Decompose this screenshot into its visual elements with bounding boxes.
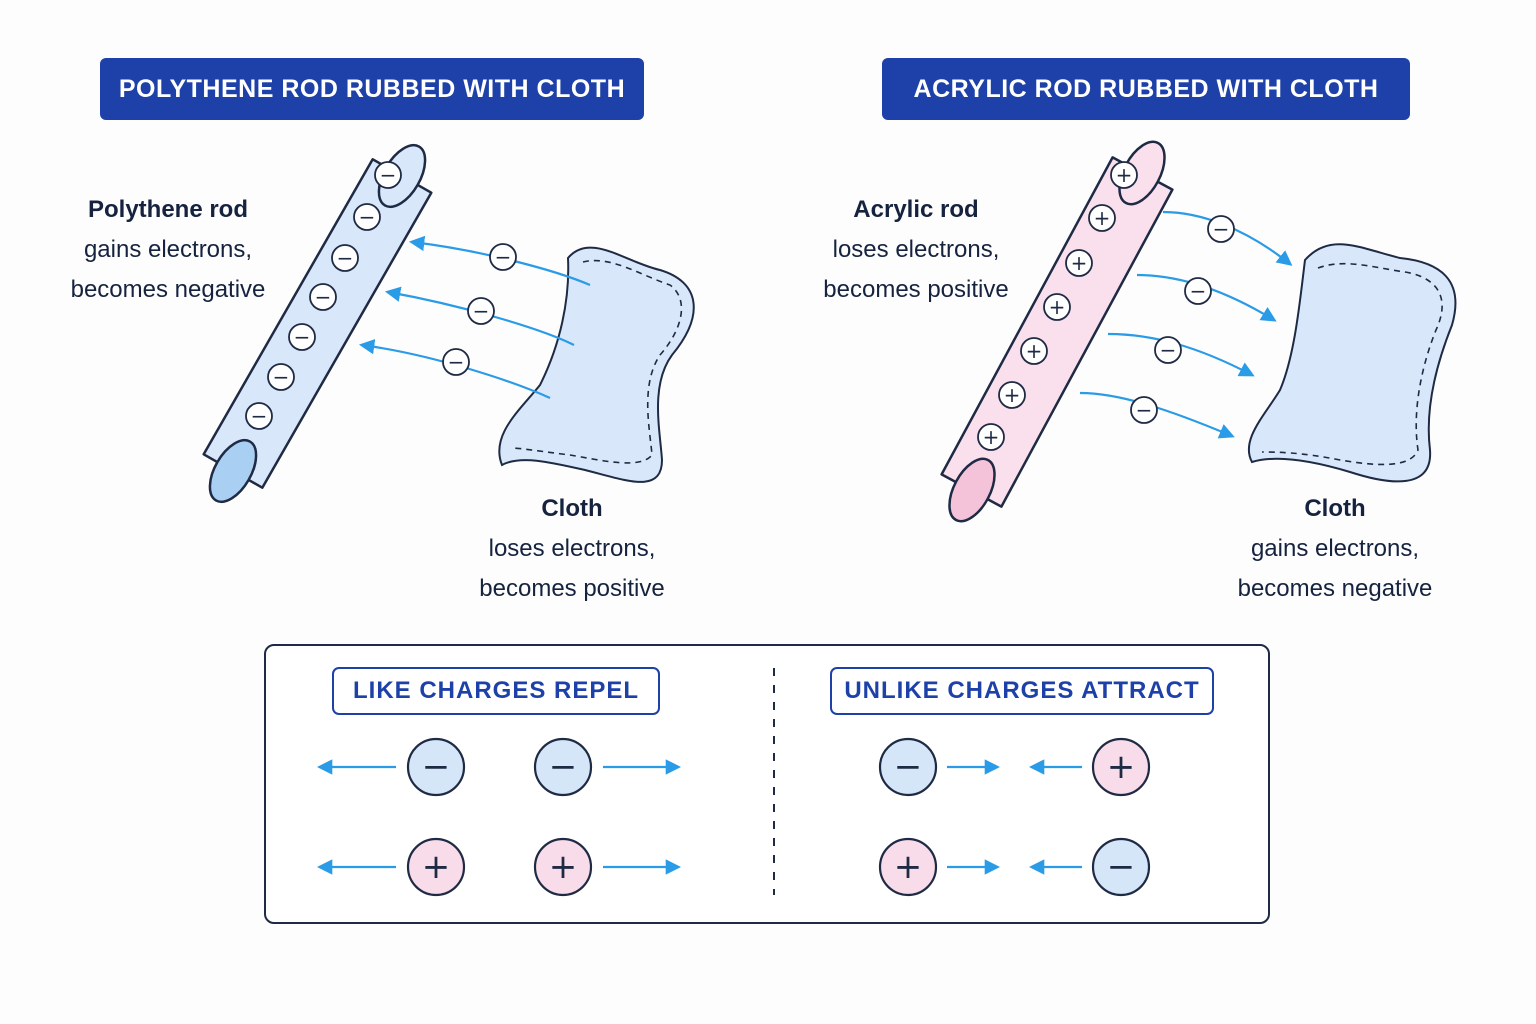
right-cloth-stitch — [1261, 262, 1443, 466]
attract-charge-symbol: − — [894, 747, 923, 787]
rod-positive-charge-symbol: + — [1116, 163, 1133, 187]
acrylic-rod-title: Acrylic rod — [853, 196, 979, 223]
right-cloth-line2: becomes negative — [1237, 575, 1433, 602]
rod-positive-charge-symbol: + — [1026, 339, 1043, 363]
rod-positive-charge-symbol: + — [1004, 383, 1021, 407]
acrylic-rod — [940, 140, 1174, 523]
attract-charge: + — [878, 837, 938, 897]
rod-positive-charge: + — [1020, 337, 1048, 365]
electron: − — [489, 243, 517, 271]
rod-negative-charge: − — [267, 363, 295, 391]
left-cloth-stitch — [511, 259, 683, 464]
right-cloth-title: Cloth — [1304, 495, 1366, 522]
repel-charge-symbol: + — [422, 847, 451, 887]
polythene-rod — [202, 143, 433, 504]
acrylic-rod-line1: loses electrons, — [832, 236, 1000, 263]
electron-symbol: − — [1136, 398, 1153, 422]
acrylic-rod-line2: becomes positive — [823, 276, 1009, 303]
repel-charge: − — [406, 737, 466, 797]
rod-positive-charge-symbol: + — [1094, 206, 1111, 230]
rod-negative-charge: − — [309, 283, 337, 311]
unlike-charges-attract-heading: UNLIKE CHARGES ATTRACT — [830, 667, 1214, 715]
electron: − — [467, 297, 495, 325]
rod-positive-charge: + — [1043, 293, 1071, 321]
rod-positive-charge-symbol: + — [983, 425, 1000, 449]
rod-positive-charge: + — [1110, 161, 1138, 189]
like-charges-repel-heading: LIKE CHARGES REPEL — [332, 667, 660, 715]
rod-positive-charge: + — [998, 381, 1026, 409]
rod-positive-charge: + — [1065, 249, 1093, 277]
electron: − — [1207, 215, 1235, 243]
repel-charge: − — [533, 737, 593, 797]
attract-charge: − — [878, 737, 938, 797]
left-cloth-caption: Cloth loses electrons, becomes positive — [452, 489, 692, 609]
rod-negative-charge: − — [353, 203, 381, 231]
electron: − — [1154, 336, 1182, 364]
attract-arrows — [947, 759, 1082, 875]
electron-symbol: − — [1213, 217, 1230, 241]
left-cloth-line2: becomes positive — [479, 575, 665, 602]
electron-symbol: − — [473, 299, 490, 323]
rod-negative-charge-symbol: − — [273, 365, 290, 389]
left-transfer-arrow — [358, 339, 551, 400]
right-cloth-shape — [1247, 243, 1457, 483]
attract-charge-symbol: − — [1107, 847, 1136, 887]
repel-charge-symbol: + — [549, 847, 578, 887]
polythene-rod-line2: becomes negative — [70, 276, 266, 303]
repel-charge: + — [533, 837, 593, 897]
polythene-rod-title: Polythene rod — [87, 196, 249, 223]
right-cloth-caption: Cloth gains electrons, becomes negative — [1200, 489, 1470, 609]
rod-negative-charge-symbol: − — [337, 246, 354, 270]
right-cloth-line1: gains electrons, — [1250, 535, 1420, 562]
electron-symbol: − — [1190, 279, 1207, 303]
electron: − — [442, 348, 470, 376]
rod-negative-charge: − — [245, 402, 273, 430]
rod-negative-charge: − — [331, 244, 359, 272]
rod-positive-charge-symbol: + — [1071, 251, 1088, 275]
repel-charge-symbol: − — [549, 747, 578, 787]
electron: − — [1130, 396, 1158, 424]
rod-positive-charge: + — [977, 423, 1005, 451]
repel-charge: + — [406, 837, 466, 897]
rod-negative-charge-symbol: − — [359, 205, 376, 229]
electron-symbol: − — [448, 350, 465, 374]
rod-negative-charge-symbol: − — [294, 325, 311, 349]
attract-charge: + — [1091, 737, 1151, 797]
acrylic-heading: ACRYLIC ROD RUBBED WITH CLOTH — [882, 58, 1410, 120]
electron-symbol: − — [495, 245, 512, 269]
rod-negative-charge-symbol: − — [315, 285, 332, 309]
rod-negative-charge: − — [374, 161, 402, 189]
rod-negative-charge-symbol: − — [251, 404, 268, 428]
attract-charge-symbol: + — [894, 847, 923, 887]
acrylic-rod-caption: Acrylic rod loses electrons, becomes pos… — [796, 190, 1036, 310]
rod-positive-charge: + — [1088, 204, 1116, 232]
left-transfer-arrow — [384, 286, 575, 346]
rod-positive-charge-symbol: + — [1049, 295, 1066, 319]
polythene-rod-line1: gains electrons, — [83, 236, 253, 263]
left-cloth-line1: loses electrons, — [488, 535, 656, 562]
repel-arrows — [316, 759, 682, 875]
left-cloth-shape — [498, 246, 695, 483]
polythene-rod-caption: Polythene rod gains electrons, becomes n… — [40, 190, 296, 310]
polythene-heading: POLYTHENE ROD RUBBED WITH CLOTH — [100, 58, 644, 120]
electron: − — [1184, 277, 1212, 305]
repel-charge-symbol: − — [422, 747, 451, 787]
attract-charge: − — [1091, 837, 1151, 897]
rod-negative-charge: − — [288, 323, 316, 351]
rod-negative-charge-symbol: − — [380, 163, 397, 187]
attract-charge-symbol: + — [1107, 747, 1136, 787]
left-cloth-title: Cloth — [541, 495, 603, 522]
electron-symbol: − — [1160, 338, 1177, 362]
